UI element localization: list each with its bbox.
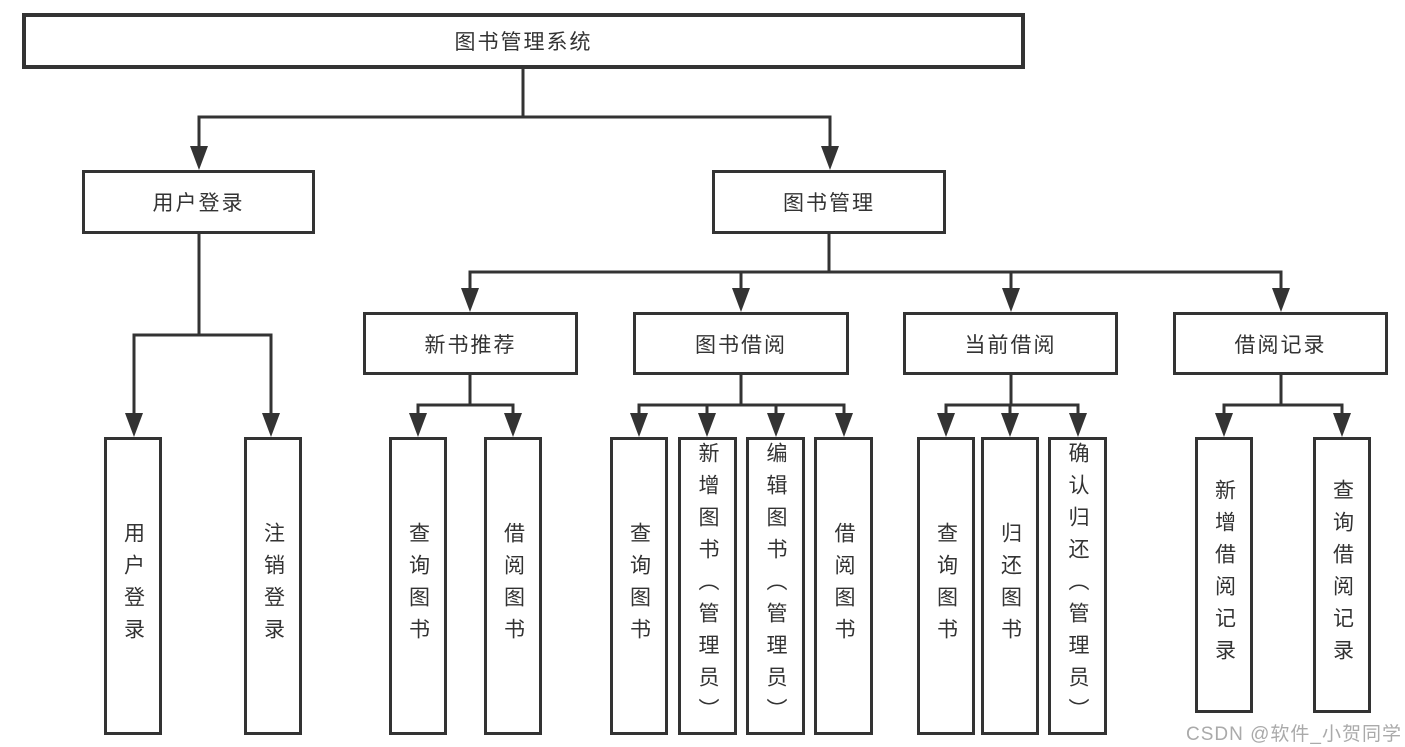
leaf-records-query-record: 查询借阅记录 [1313, 437, 1371, 713]
leaf-logout-label: 注销登录 [261, 522, 285, 650]
new-book-recommendation-node: 新书推荐 [363, 312, 578, 375]
book-management-node-label: 图书管理 [783, 192, 875, 215]
leaf-borrow-edit-books-admin: 编辑图书（管理员） [746, 437, 805, 735]
borrowing-records-label: 借阅记录 [1234, 333, 1327, 357]
leaf-borrow-query-books-label: 查询图书 [627, 522, 651, 650]
user-login-node-label: 用户登录 [152, 192, 245, 215]
leaf-current-query-books: 查询图书 [917, 437, 975, 735]
leaf-current-query-books-label: 查询图书 [934, 522, 958, 650]
root-node-library-system: 图书管理系统 [22, 13, 1025, 69]
user-login-node: 用户登录 [82, 170, 315, 234]
current-borrowing-label: 当前借阅 [964, 333, 1057, 357]
leaf-newbooks-query-books: 查询图书 [389, 437, 447, 735]
leaf-user-login: 用户登录 [104, 437, 162, 735]
leaf-records-query-record-label: 查询借阅记录 [1330, 479, 1354, 671]
borrowing-records-node: 借阅记录 [1173, 312, 1388, 375]
leaf-logout: 注销登录 [244, 437, 302, 735]
leaf-newbooks-borrow-books: 借阅图书 [484, 437, 542, 735]
leaf-records-add-record: 新增借阅记录 [1195, 437, 1253, 713]
leaf-borrow-borrow-books-label: 借阅图书 [832, 522, 855, 650]
new-book-recommendation-label: 新书推荐 [424, 333, 517, 357]
leaf-borrow-edit-books-admin-label: 编辑图书（管理员） [764, 442, 787, 730]
book-borrowing-node: 图书借阅 [633, 312, 849, 375]
leaf-user-login-label: 用户登录 [121, 522, 145, 650]
leaf-borrow-add-books-admin: 新增图书（管理员） [678, 437, 737, 735]
leaf-current-confirm-return-admin-label: 确认归还（管理员） [1066, 442, 1089, 730]
root-node-label: 图书管理系统 [454, 31, 593, 54]
watermark-text: CSDN @软件_小贺同学 [1186, 724, 1402, 745]
leaf-borrow-borrow-books: 借阅图书 [814, 437, 873, 735]
book-management-node: 图书管理 [712, 170, 946, 234]
leaf-records-add-record-label: 新增借阅记录 [1212, 479, 1236, 671]
leaf-current-return-books: 归还图书 [981, 437, 1039, 735]
leaf-newbooks-query-books-label: 查询图书 [406, 522, 430, 650]
book-borrowing-label: 图书借阅 [695, 333, 787, 357]
leaf-borrow-query-books: 查询图书 [610, 437, 668, 735]
leaf-borrow-add-books-admin-label: 新增图书（管理员） [696, 442, 719, 730]
leaf-current-return-books-label: 归还图书 [998, 522, 1022, 650]
leaf-current-confirm-return-admin: 确认归还（管理员） [1048, 437, 1107, 735]
leaf-newbooks-borrow-books-label: 借阅图书 [501, 522, 525, 650]
current-borrowing-node: 当前借阅 [903, 312, 1118, 375]
